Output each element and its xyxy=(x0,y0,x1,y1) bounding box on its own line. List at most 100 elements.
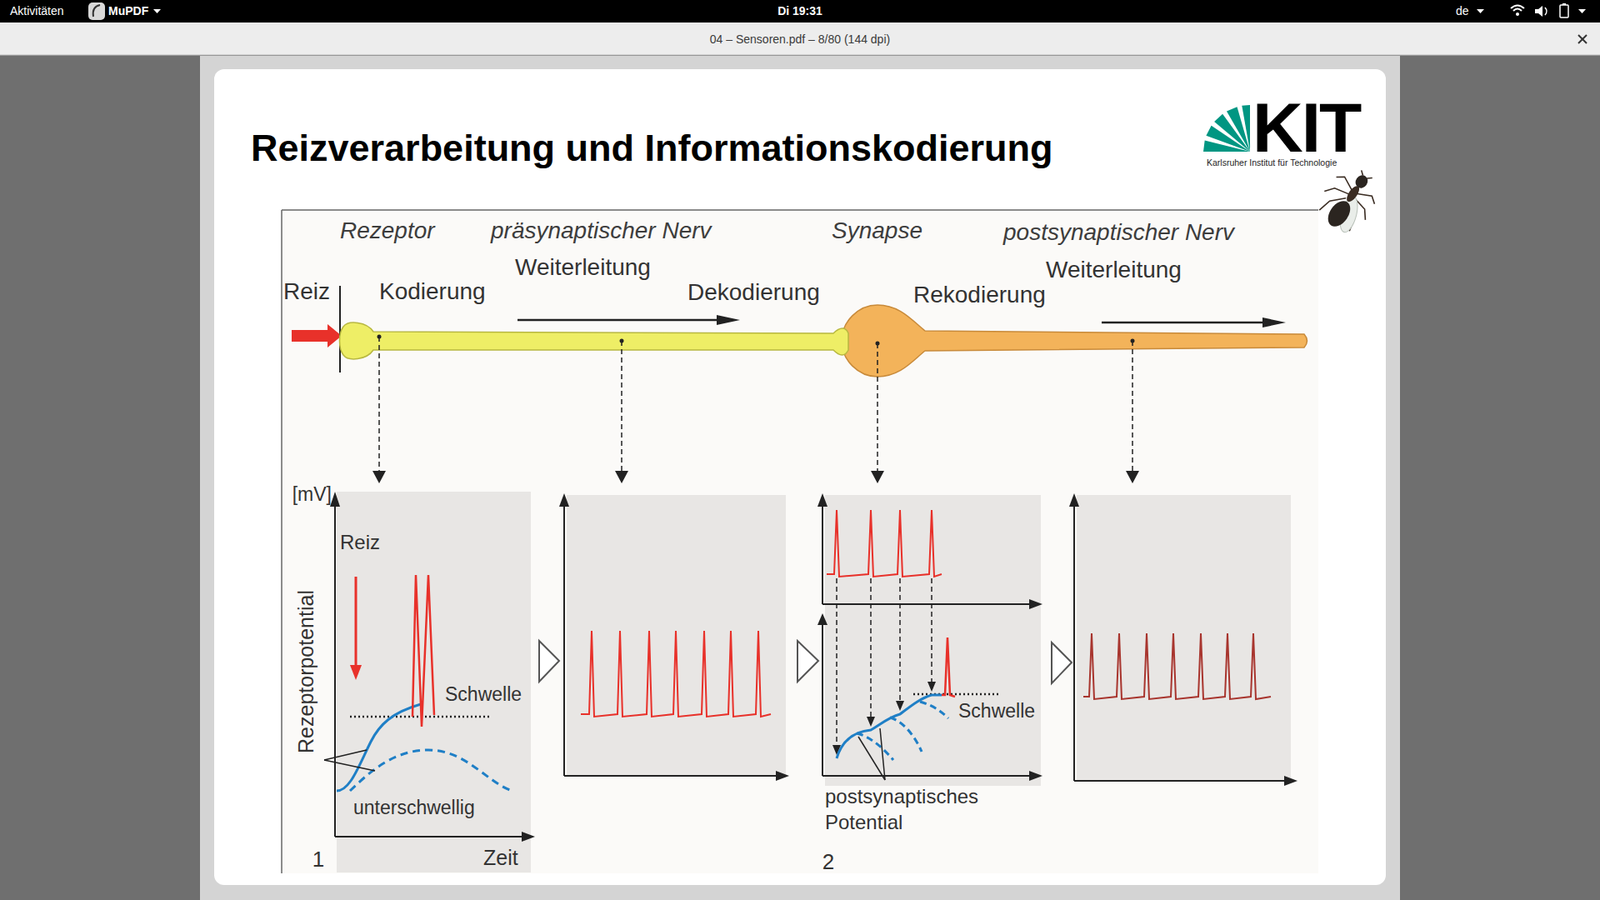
ant-illustration xyxy=(1366,175,1372,181)
action-potential xyxy=(941,637,955,697)
graph-axis-head xyxy=(817,613,828,625)
conduction-arrow xyxy=(716,315,740,325)
threshold-label: Schwelle xyxy=(445,683,522,705)
graph-axis-head xyxy=(1069,493,1080,507)
figure-border xyxy=(281,209,1319,211)
graph-axis xyxy=(335,505,1286,837)
process-label: Weiterleitung xyxy=(515,254,651,281)
stimulus-marker xyxy=(350,665,362,680)
transmission-pointer-head xyxy=(832,681,936,755)
top-bar-icons xyxy=(88,2,1586,20)
stage-heading: präsynaptischer Nerv xyxy=(490,217,712,245)
graph-axis xyxy=(563,505,565,776)
transmission-pointer-head xyxy=(866,716,875,727)
graph-axis xyxy=(822,603,1031,605)
stage-heading: Synapse xyxy=(831,217,923,245)
activities-button: Aktivitäten xyxy=(10,4,65,18)
ant-illustration xyxy=(1357,188,1378,205)
top-bar-icons xyxy=(1476,9,1485,14)
figure-ground xyxy=(281,210,1319,874)
graph-axis-head xyxy=(775,770,790,781)
axis-label: Zeit xyxy=(483,845,519,870)
measurement-pointer xyxy=(876,343,879,472)
conduction-arrow xyxy=(1262,317,1286,328)
top-bar-icons xyxy=(153,9,161,14)
process-label: Rekodierung xyxy=(913,281,1046,309)
label-pointer xyxy=(324,750,367,760)
curve-label: postsynaptisches Potential xyxy=(825,783,1025,835)
threshold-line xyxy=(913,693,999,696)
graph-axis xyxy=(334,505,336,837)
measurement-pointer-head xyxy=(620,339,625,344)
top-bar-icons xyxy=(88,2,105,20)
kit-logo-fan xyxy=(1241,105,1250,152)
measurement-pointer-head xyxy=(377,335,382,340)
postsynaptic-decay-curve xyxy=(856,733,894,760)
postsynaptic-neuron xyxy=(841,305,1308,377)
graph-axis-head xyxy=(1029,599,1043,610)
top-bar-icons xyxy=(93,5,100,17)
graph-panel xyxy=(336,491,1291,873)
graph-axis-head xyxy=(1029,770,1043,781)
figure-border xyxy=(280,210,283,874)
graph-panel xyxy=(566,495,786,776)
measurement-pointer-head xyxy=(372,335,1140,485)
app-menu: MuPDF xyxy=(108,4,149,18)
presynaptic-neuron xyxy=(340,322,850,360)
graph-axis xyxy=(564,775,778,777)
receptor-membrane xyxy=(339,285,341,373)
stimulus-marker xyxy=(355,576,358,667)
label-pointer xyxy=(880,728,885,780)
slide-title: Reizverarbeitung und Informationskodieru… xyxy=(250,126,1054,170)
graph-axis xyxy=(821,623,824,776)
keyboard-layout: de xyxy=(1455,4,1470,18)
ant-illustration xyxy=(1353,172,1371,190)
conduction-arrow xyxy=(517,319,719,322)
label-pointer xyxy=(858,728,885,780)
process-label: Kodierung xyxy=(379,278,486,305)
measurement-pointer-head xyxy=(1130,339,1135,344)
measurement-pointer-head xyxy=(1125,470,1140,484)
curve-label: unterschwellig xyxy=(353,796,475,819)
transmission-pointer xyxy=(930,578,933,684)
process-label: Reiz xyxy=(283,278,330,305)
graph-axis-head xyxy=(1284,775,1298,786)
ant-illustration xyxy=(1359,170,1365,175)
graph-axis-head xyxy=(330,491,1298,842)
panel-number: 2 xyxy=(822,850,835,875)
graph-axis xyxy=(1073,505,1075,781)
panel-number: 1 xyxy=(312,847,325,873)
conduction-arrow xyxy=(1101,321,1265,325)
measurement-pointer-head xyxy=(875,341,880,346)
stimulus-arrow xyxy=(291,324,342,348)
top-bar xyxy=(0,0,1600,23)
measurement-pointer xyxy=(378,336,380,472)
top-bar-icons xyxy=(1535,5,1543,17)
spike-train xyxy=(1083,633,1271,700)
transmission-pointer xyxy=(870,578,872,719)
axis-unit: [mV] xyxy=(292,483,332,505)
graph-panel xyxy=(825,495,1041,786)
close-button xyxy=(1578,35,1587,44)
conduction-arrow xyxy=(517,315,1286,328)
close-button xyxy=(1578,35,1587,44)
measurement-pointer xyxy=(379,336,1133,472)
action-potential xyxy=(412,575,435,727)
postsynaptic-decay-curve xyxy=(920,701,949,719)
transmission-pointer-head xyxy=(895,700,905,711)
slide xyxy=(214,69,1386,885)
kit-logo-fan xyxy=(1203,105,1250,152)
stage-heading: postsynaptischer Nerv xyxy=(1003,219,1235,246)
spike-train xyxy=(580,630,771,717)
graph-axis xyxy=(821,505,824,605)
logo-wordmark: KIT xyxy=(1252,92,1360,163)
threshold-label: Schwelle xyxy=(958,700,1035,722)
measurement-pointer xyxy=(1131,340,1134,472)
transmission-pointer xyxy=(835,578,838,747)
graph-panel xyxy=(1076,495,1291,781)
label-pointer xyxy=(324,760,375,771)
top-bar-icons xyxy=(1578,9,1586,14)
graph-axis-head xyxy=(817,493,828,507)
title-bar-border xyxy=(0,55,1600,56)
